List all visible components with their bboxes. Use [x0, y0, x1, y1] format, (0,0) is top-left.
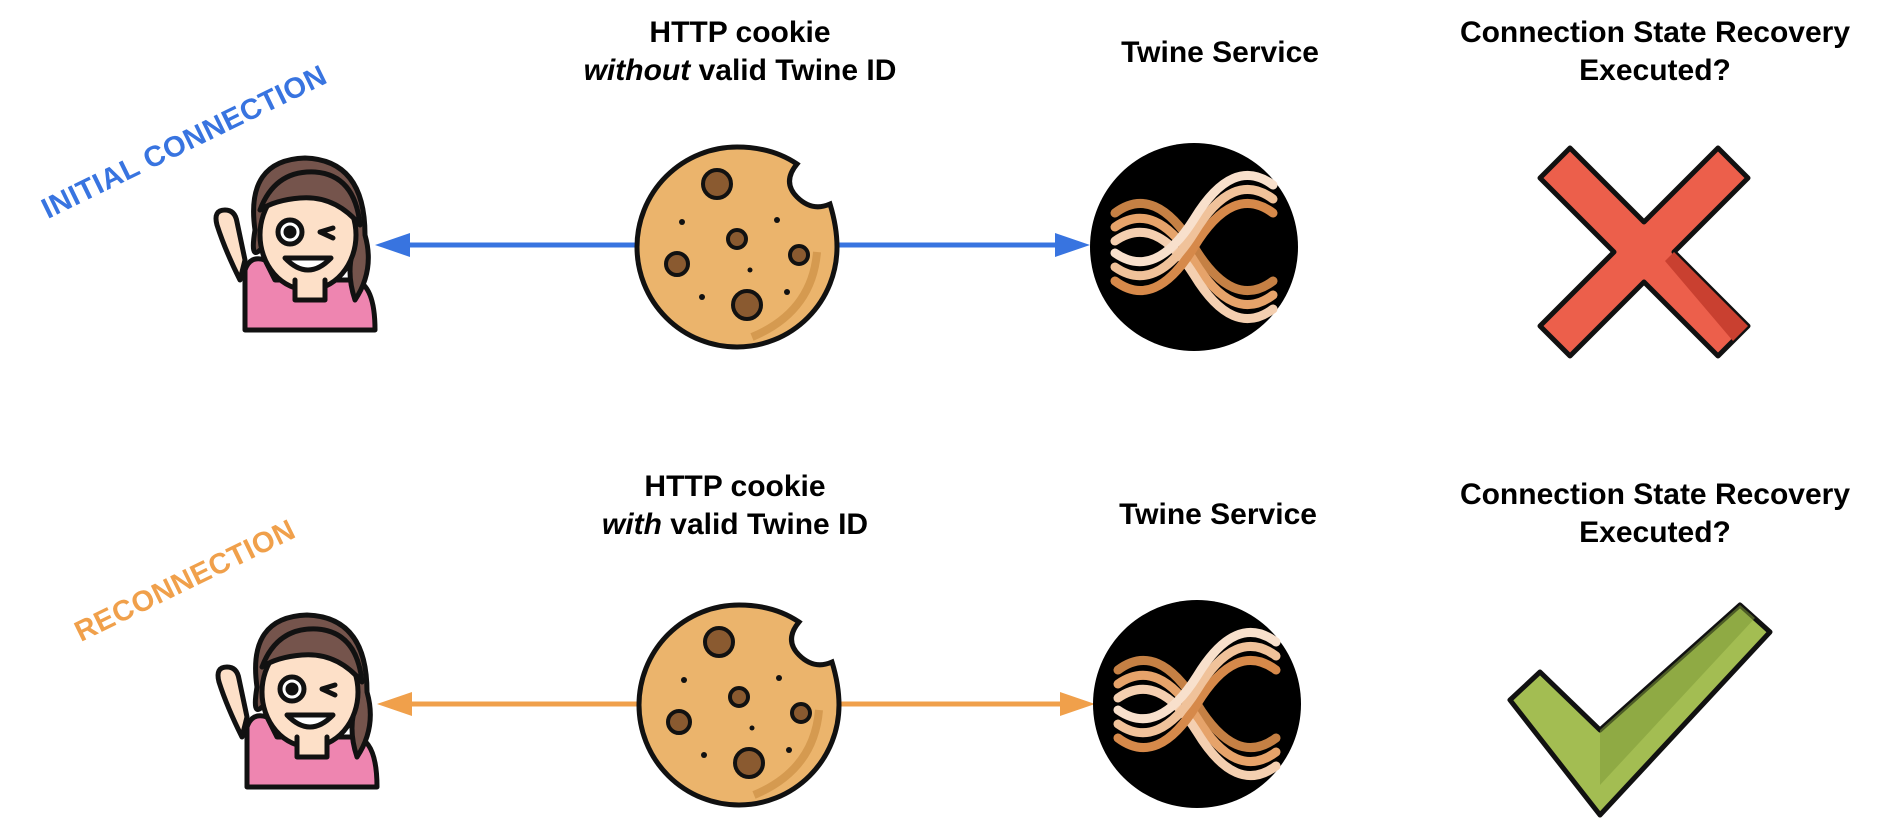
twine-service-logo-icon: [1093, 600, 1301, 808]
cookie-label: HTTP cookie with valid Twine ID: [601, 470, 869, 541]
cookie-label: HTTP cookie without valid Twine ID: [583, 16, 897, 87]
recovery-label: Connection State Recovery Executed?: [1459, 16, 1851, 87]
person-waving-icon: [215, 612, 380, 790]
arrow-to-service: [830, 233, 1090, 257]
service-label: Twine Service: [1121, 36, 1319, 69]
x-mark-icon: [1537, 145, 1751, 359]
checkmark-icon: [1507, 602, 1773, 818]
arrow-to-client: [375, 233, 640, 257]
arrow-to-client: [377, 692, 642, 716]
service-label: Twine Service: [1119, 498, 1317, 531]
recovery-label: Connection State Recovery Executed?: [1459, 478, 1851, 549]
twine-service-logo-icon: [1090, 143, 1298, 351]
cookie-icon: [636, 602, 842, 808]
cookie-icon: [634, 144, 840, 350]
person-waving-icon: [213, 155, 378, 333]
arrow-to-service: [835, 692, 1095, 716]
